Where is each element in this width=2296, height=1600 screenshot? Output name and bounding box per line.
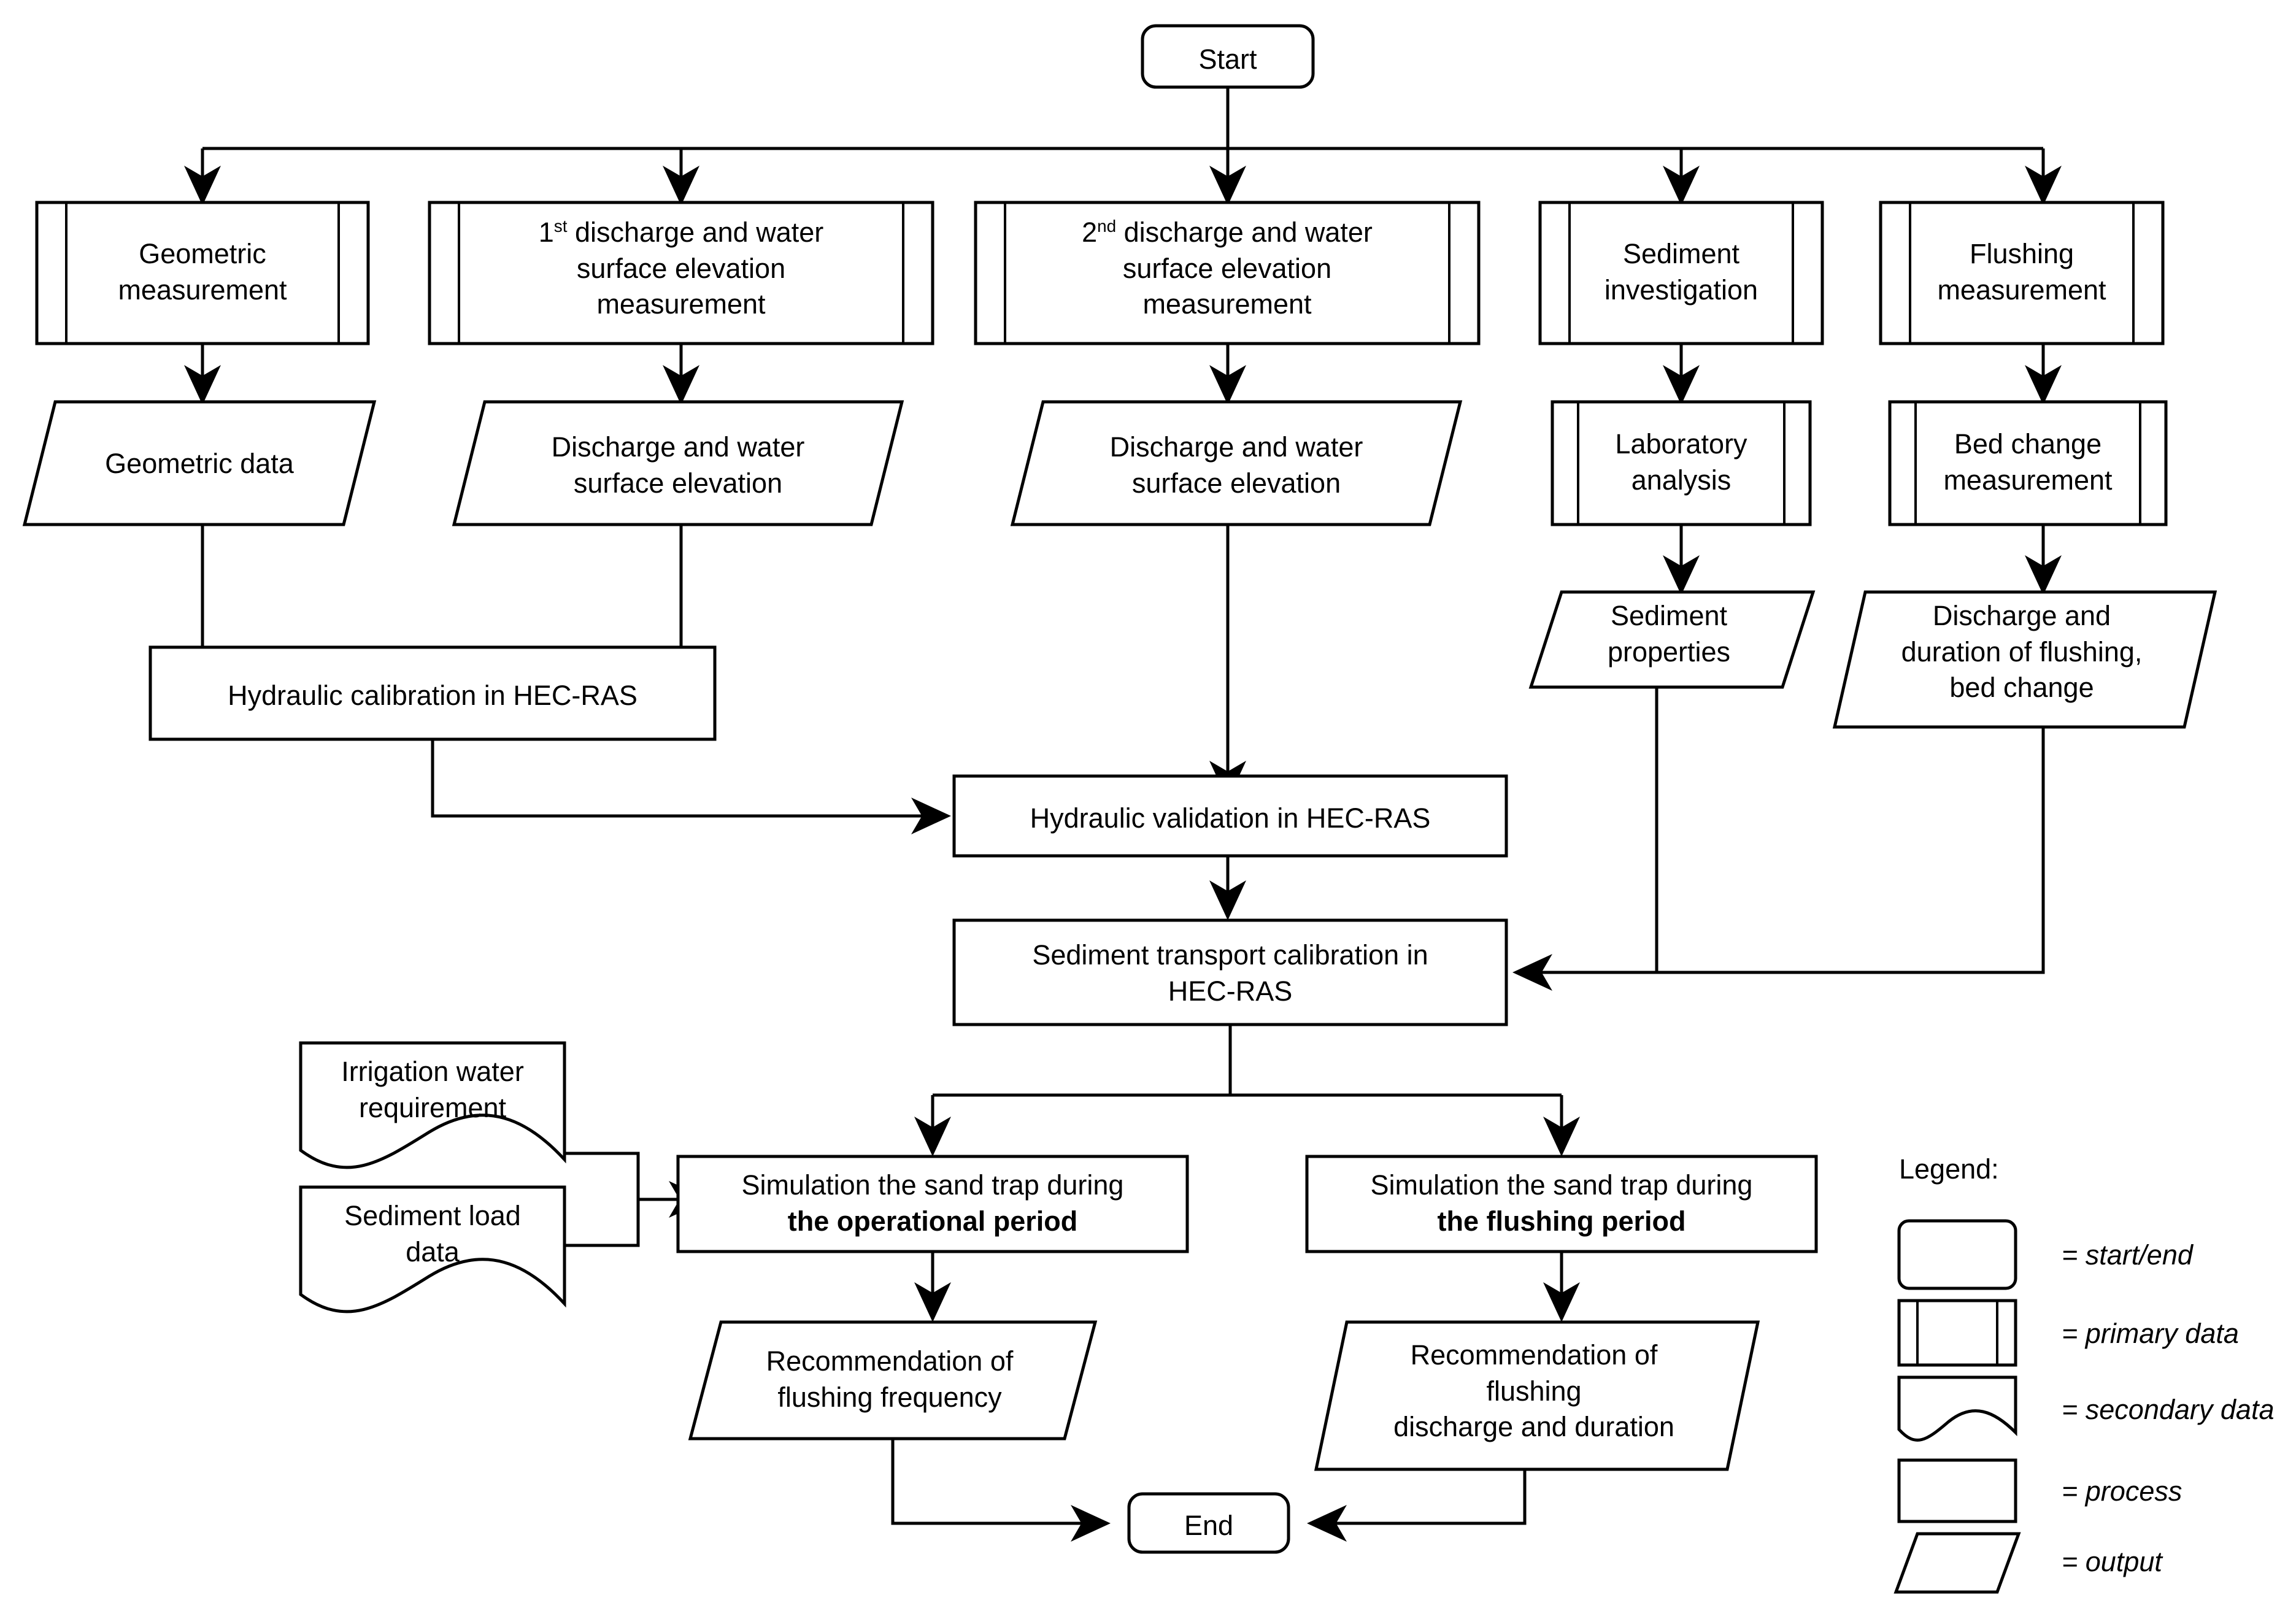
shape-laboratory-analysis <box>1551 400 1812 526</box>
shape-discharge-wse-2 <box>1010 400 1463 526</box>
shape-irrigation-water-requirement <box>299 1041 566 1169</box>
legend-shape-start-end <box>1897 1219 2017 1290</box>
label-geometric-data: Geometric data <box>105 448 294 479</box>
shape-first-discharge-measurement <box>428 201 934 345</box>
second-discharge-ordinal: 2 <box>1082 217 1098 248</box>
label-flushing-data: Discharge and duration of flushing, bed … <box>1901 600 2143 703</box>
sim-operational-line1: Simulation the sand trap during <box>741 1169 1124 1201</box>
shape-geometric-measurement <box>35 201 370 345</box>
shape-second-discharge-measurement <box>974 201 1481 345</box>
shape-rec-flushing-frequency <box>688 1320 1098 1440</box>
label-sediment-load-data: Sediment load data <box>344 1200 521 1267</box>
legend-shape-output <box>1893 1532 2021 1594</box>
label-discharge-wse-2: Discharge and water surface elevation <box>1109 431 1363 499</box>
shape-sediment-load-data <box>299 1185 566 1313</box>
label-laboratory-analysis: Laboratory analysis <box>1615 428 1747 496</box>
label-sediment-investigation: Sediment investigation <box>1604 238 1759 306</box>
shape-sediment-properties <box>1528 590 1816 689</box>
legend-shape-secondary-data <box>1897 1375 2017 1442</box>
shape-sediment-investigation <box>1538 201 1824 345</box>
label-discharge-wse-1: Discharge and water surface elevation <box>551 431 805 499</box>
label-start: Start <box>1198 44 1257 75</box>
label-bed-change-measurement: Bed change measurement <box>1943 428 2113 496</box>
sim-flushing-line1: Simulation the sand trap during <box>1370 1169 1753 1201</box>
sim-flushing-line2: the flushing period <box>1437 1205 1686 1237</box>
first-discharge-measurement-text: discharge and water surface elevation me… <box>575 217 824 320</box>
label-sim-operational: Simulation the sand trap during the opera… <box>678 1167 1187 1239</box>
second-discharge-measurement-text: discharge and water surface elevation me… <box>1122 217 1373 320</box>
label-second-discharge-measurement: 2nd discharge and water surface elevatio… <box>1005 215 1449 323</box>
legend-label-secondary-data: = secondary data <box>2062 1394 2275 1425</box>
label-sim-flushing: Simulation the sand trap during the flush… <box>1307 1167 1816 1239</box>
legend-shape-process <box>1897 1458 2017 1523</box>
legend-title: Legend: <box>1899 1153 1999 1185</box>
label-irrigation-water-requirement: Irrigation water requirement <box>341 1056 524 1123</box>
shape-geometric-data <box>22 400 377 526</box>
label-sediment-transport-calibration: Sediment transport calibration in HEC-RA… <box>1032 939 1428 1007</box>
shape-sim-operational <box>676 1155 1189 1253</box>
shape-flushing-data <box>1832 590 2217 729</box>
legend-label-output: = output <box>2062 1546 2162 1577</box>
shape-hydraulic-calibration <box>148 645 717 741</box>
first-discharge-ordinal: 1 <box>538 217 554 248</box>
shape-bed-change-measurement <box>1888 400 2168 526</box>
shape-discharge-wse-1 <box>452 400 904 526</box>
legend-label-process: = process <box>2062 1475 2182 1507</box>
shape-sim-flushing <box>1305 1155 1818 1253</box>
label-hydraulic-calibration: Hydraulic calibration in HEC-RAS <box>228 680 638 711</box>
label-first-discharge-measurement: 1st discharge and water surface elevatio… <box>459 215 903 323</box>
legend-label-primary-data: = primary data <box>2062 1318 2239 1349</box>
shape-sediment-transport-calibration <box>952 918 1508 1026</box>
first-discharge-ordinal-suffix: st <box>553 217 568 236</box>
shape-rec-flushing-discharge <box>1314 1320 1760 1471</box>
label-hydraulic-validation: Hydraulic validation in HEC-RAS <box>1030 802 1431 834</box>
shape-hydraulic-validation <box>952 774 1508 858</box>
second-discharge-ordinal-suffix: nd <box>1097 217 1117 236</box>
label-rec-flushing-frequency: Recommendation of flushing frequency <box>766 1345 1014 1413</box>
shape-end <box>1127 1492 1290 1554</box>
label-sediment-properties: Sediment properties <box>1607 600 1731 667</box>
label-flushing-measurement: Flushing measurement <box>1937 238 2106 306</box>
label-geometric-measurement: Geometric measurement <box>118 238 287 306</box>
sim-operational-line2: the operational period <box>787 1205 1078 1237</box>
label-rec-flushing-discharge: Recommendation of flushing discharge and… <box>1393 1339 1674 1442</box>
legend-label-start-end: = start/end <box>2062 1239 2193 1271</box>
shape-flushing-measurement <box>1879 201 2165 345</box>
label-end: End <box>1184 1510 1234 1541</box>
